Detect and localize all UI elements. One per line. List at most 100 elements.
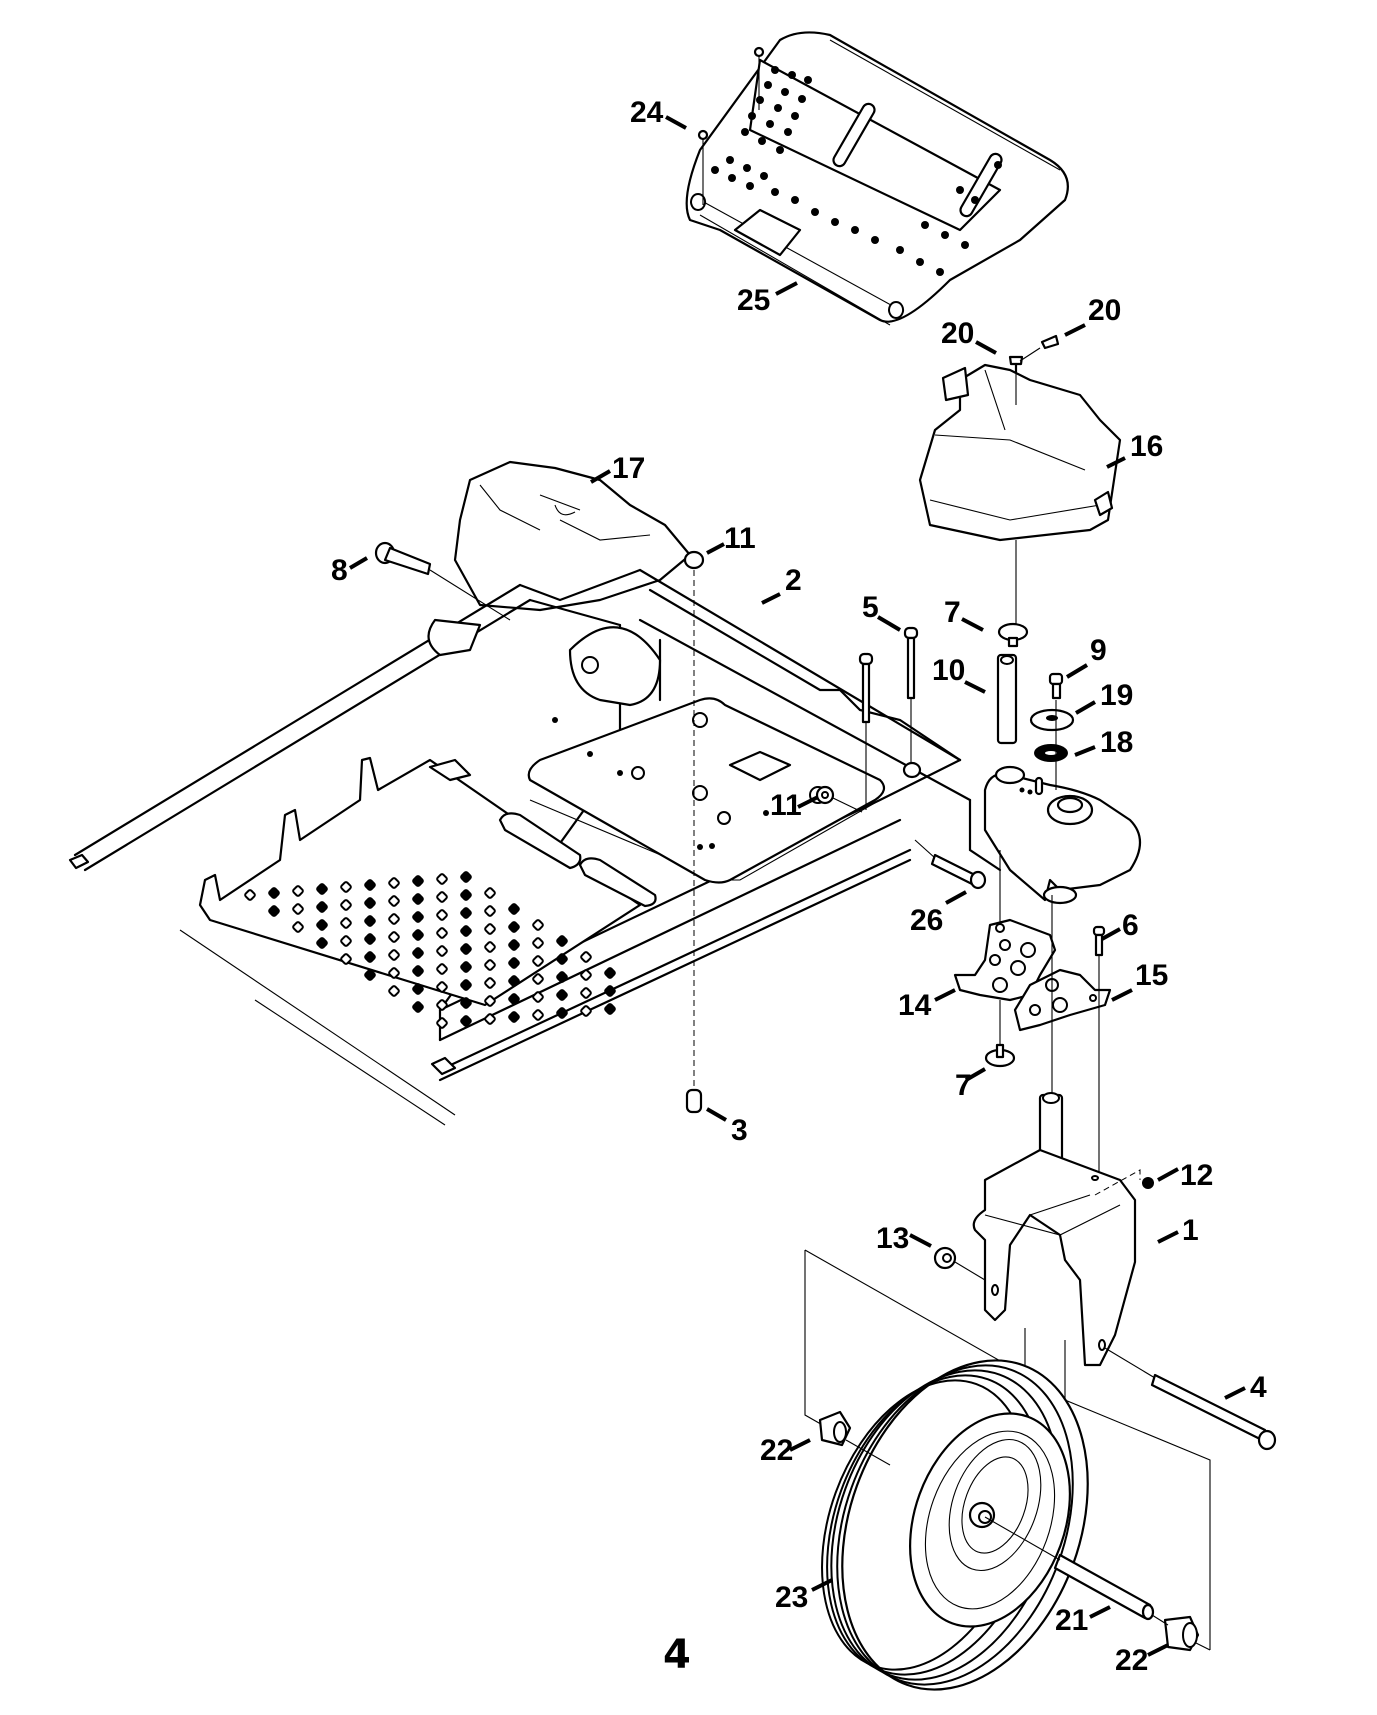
grate-hole	[532, 991, 544, 1003]
wheel-tire	[821, 1359, 1089, 1691]
frame	[73, 568, 1002, 1082]
callout-21[interactable]: 21	[1055, 1604, 1111, 1637]
grate-hole	[484, 995, 496, 1007]
grate-hole	[556, 989, 568, 1001]
grate-hole	[436, 1017, 448, 1029]
grate-hole	[292, 921, 304, 933]
grate-hole	[460, 943, 472, 955]
grate-hole	[388, 877, 400, 889]
grate-hole	[508, 1011, 520, 1023]
callout-23-label: 23	[775, 1581, 808, 1614]
grate-hole	[412, 1001, 424, 1013]
grate-hole	[460, 997, 472, 1009]
callout-22-upper-label: 22	[760, 1434, 793, 1467]
platform-holes	[711, 66, 1002, 276]
callout-10[interactable]: 10	[932, 654, 986, 694]
callout-4[interactable]: 4	[1224, 1371, 1267, 1404]
grate-hole	[292, 885, 304, 897]
callout-15[interactable]: 15	[1111, 959, 1168, 1002]
callout-23[interactable]: 23	[775, 1578, 833, 1614]
grate-hole	[532, 937, 544, 949]
callout-5[interactable]: 5	[862, 591, 902, 632]
grate-hole	[268, 887, 280, 899]
grate-hole	[604, 985, 616, 997]
callout-14[interactable]: 14	[898, 988, 956, 1022]
screw-20-pair	[1008, 334, 1060, 405]
callout-16[interactable]: 16	[1106, 430, 1163, 469]
callout-11-lower[interactable]: 11	[770, 789, 819, 822]
wheel-axle-21	[984, 1516, 1155, 1621]
callout-19-label: 19	[1100, 679, 1133, 712]
grate-hole	[388, 913, 400, 925]
grate-hole	[292, 903, 304, 915]
grate-hole	[316, 919, 328, 931]
callout-8-label: 8	[331, 554, 348, 587]
callout-18[interactable]: 18	[1074, 726, 1133, 759]
grate-hole	[388, 895, 400, 907]
callout-8[interactable]: 8	[331, 554, 369, 587]
callout-22-upper[interactable]: 22	[760, 1434, 811, 1467]
grate-hole	[436, 999, 448, 1011]
grate-hole	[508, 903, 520, 915]
callout-11-upper-label: 11	[724, 522, 756, 555]
callout-15-label: 15	[1135, 959, 1168, 992]
callout-13[interactable]: 13	[876, 1222, 932, 1255]
callout-24[interactable]: 24	[630, 96, 687, 130]
grate-hole	[436, 945, 448, 957]
callout-17[interactable]: 17	[589, 452, 645, 485]
grate-hole	[316, 883, 328, 895]
floor-grate	[68, 756, 657, 1126]
callout-11-upper[interactable]: 11	[706, 522, 756, 555]
callout-20-left[interactable]: 20	[941, 317, 997, 355]
grate-hole	[244, 889, 256, 901]
bolt-9	[1048, 672, 1064, 700]
figure-label: 4	[663, 1632, 691, 1678]
foot-platform	[685, 31, 1069, 326]
callout-1[interactable]: 1	[1157, 1214, 1199, 1247]
grate-hole	[484, 887, 496, 899]
callout-20-right-label: 20	[1088, 294, 1121, 327]
grate-hole	[412, 893, 424, 905]
grate-hole	[364, 933, 376, 945]
callout-25[interactable]: 25	[737, 281, 798, 317]
callout-3[interactable]: 3	[705, 1107, 748, 1147]
grate-hole	[388, 967, 400, 979]
grate-hole	[268, 905, 280, 917]
callout-7-lower[interactable]: 7	[955, 1067, 987, 1102]
callout-2-label: 2	[785, 564, 802, 597]
callout-26-label: 26	[910, 904, 943, 937]
callout-6[interactable]: 6	[1101, 909, 1139, 942]
grate-hole	[508, 993, 520, 1005]
callouts: 24 25 20 20 16 17 8	[331, 96, 1267, 1677]
callout-22-lower[interactable]: 22	[1115, 1643, 1169, 1677]
long-bolt-5	[858, 626, 922, 810]
callout-9[interactable]: 9	[1065, 634, 1107, 679]
callout-20-left-label: 20	[941, 317, 974, 350]
callout-22-lower-label: 22	[1115, 1644, 1148, 1677]
callout-7-upper[interactable]: 7	[944, 596, 984, 632]
nut-12	[1142, 1177, 1154, 1189]
grate-hole	[460, 1015, 472, 1027]
lock-nut-11-lower	[815, 785, 863, 813]
shoulder-bolt-3	[685, 1088, 703, 1114]
grate-hole	[436, 981, 448, 993]
caster-fork	[972, 1092, 1141, 1367]
grate-hole	[340, 953, 352, 965]
callout-16-label: 16	[1130, 430, 1163, 463]
grate-hole	[412, 875, 424, 887]
rear-wheel	[427, 618, 662, 707]
callout-2[interactable]: 2	[761, 564, 802, 605]
callout-26[interactable]: 26	[910, 890, 967, 937]
callout-19[interactable]: 19	[1074, 679, 1133, 715]
callout-5-label: 5	[862, 591, 879, 624]
grate-hole	[604, 967, 616, 979]
grate-hole	[484, 959, 496, 971]
callout-12[interactable]: 12	[1157, 1159, 1213, 1192]
callout-7-upper-label: 7	[944, 596, 961, 629]
callout-20-right[interactable]: 20	[1064, 294, 1121, 337]
grate-hole	[580, 951, 592, 963]
gear-plate-15	[1013, 968, 1112, 1032]
grate-hole	[580, 987, 592, 999]
grate-hole	[436, 963, 448, 975]
